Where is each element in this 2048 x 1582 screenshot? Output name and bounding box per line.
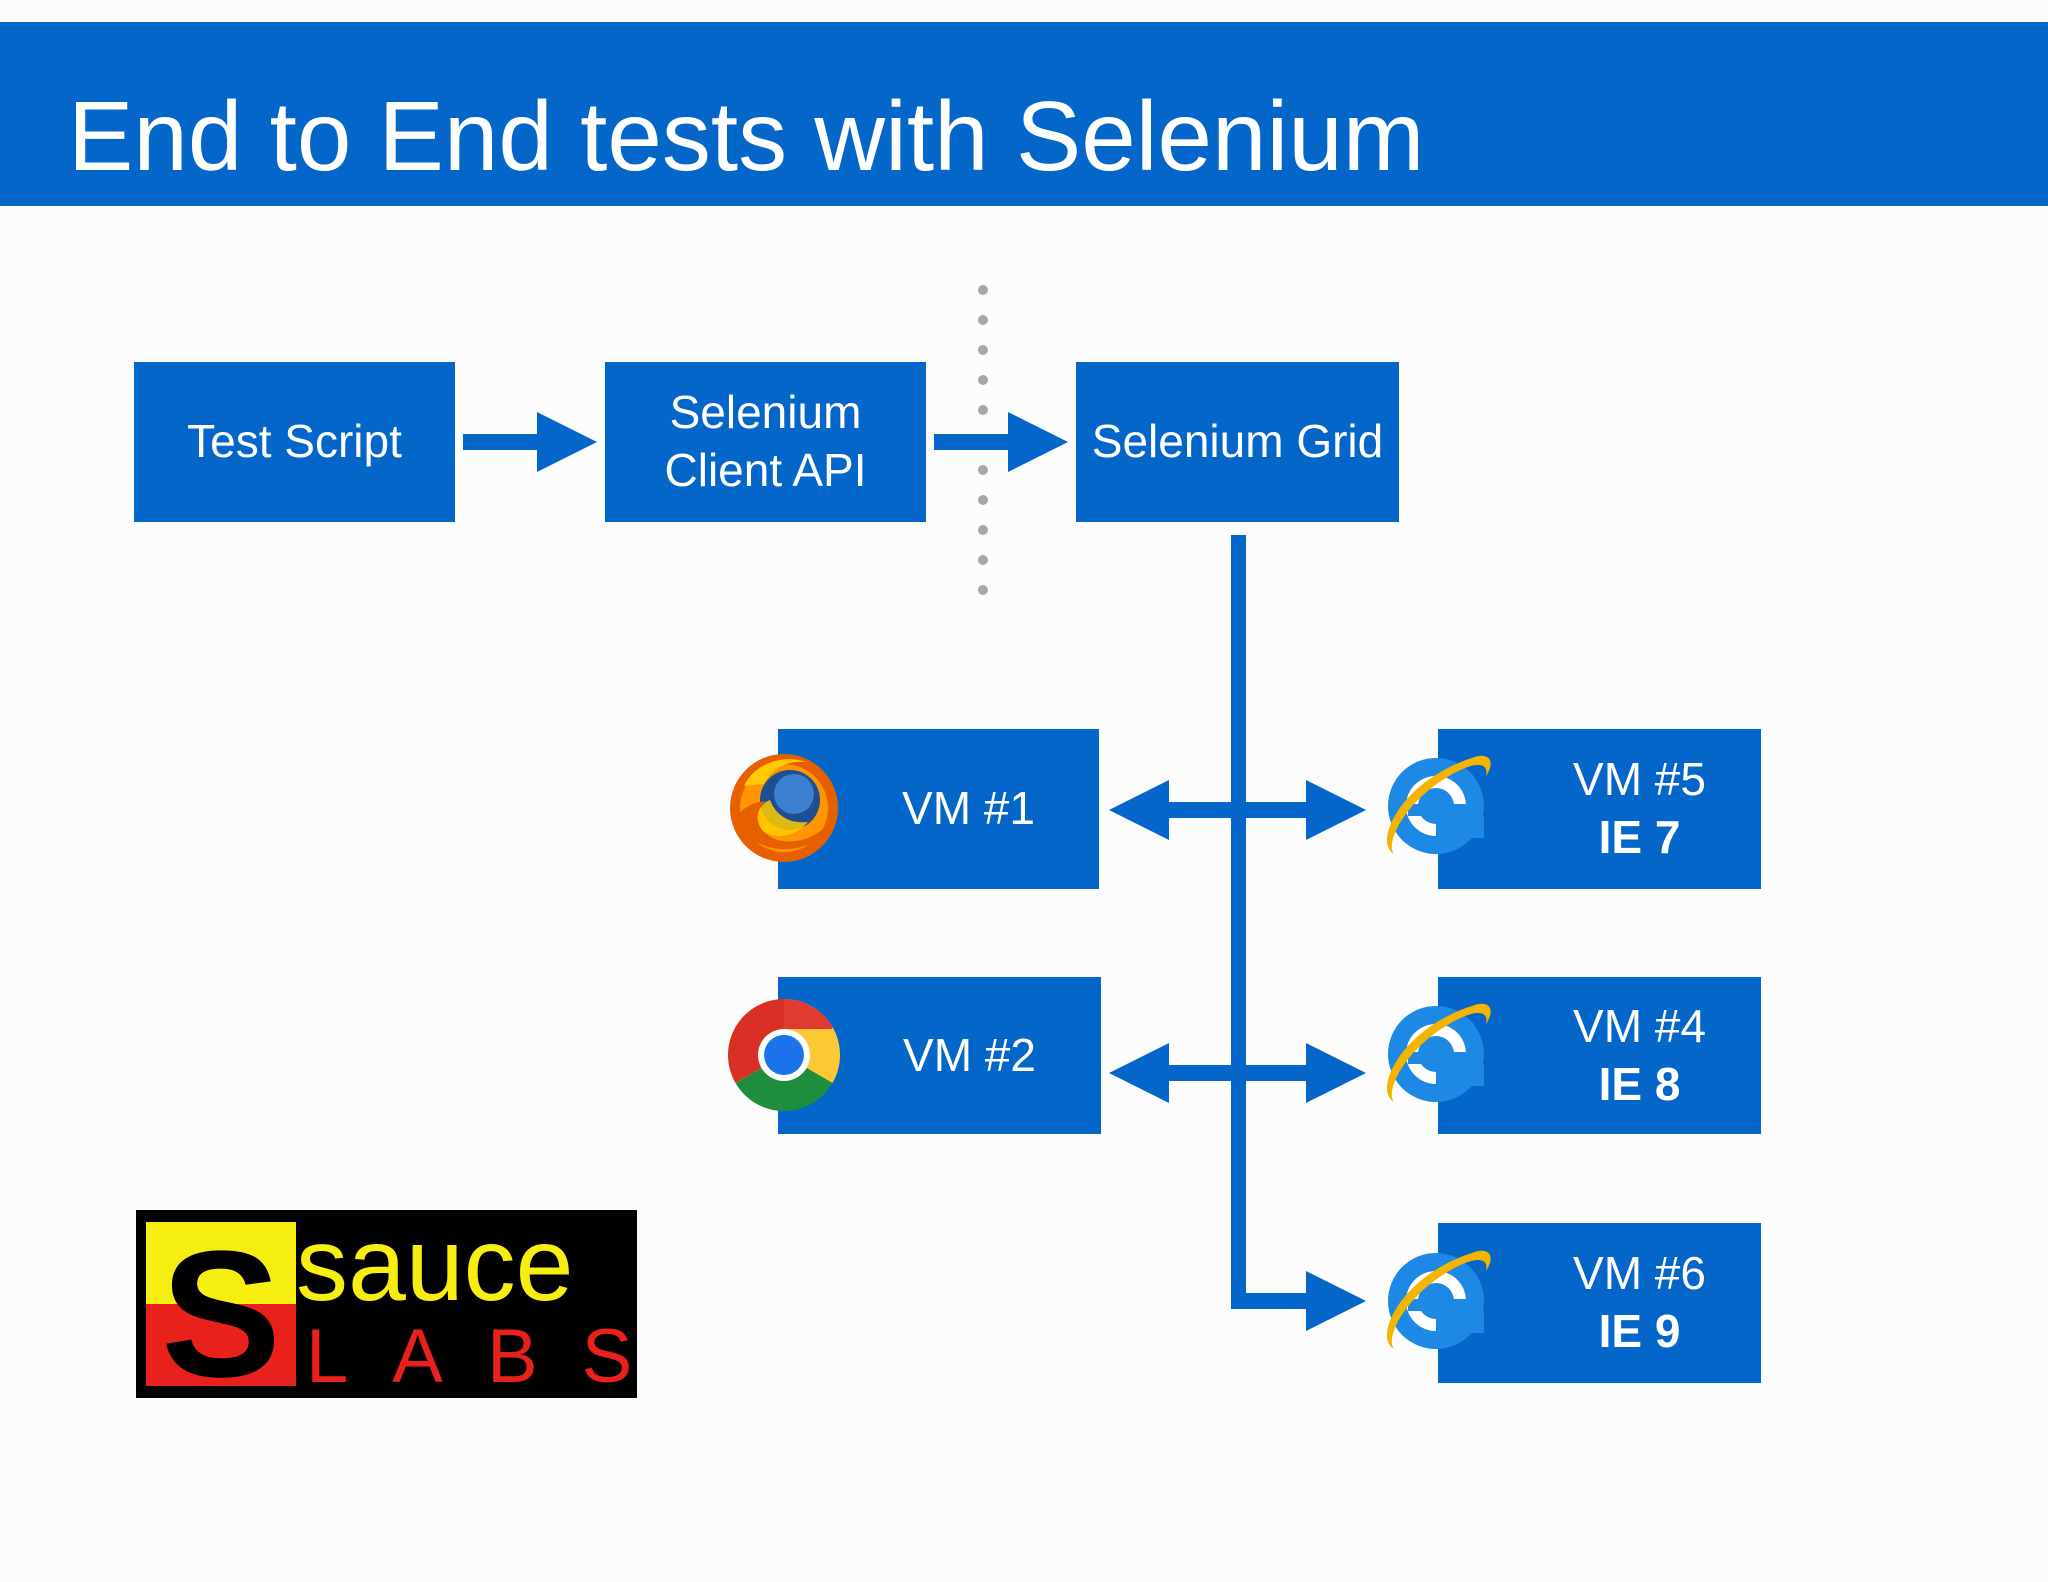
client-api-label-line2: Client API — [664, 444, 867, 496]
arrow-grid-vm6 — [1231, 1271, 1366, 1331]
slide-title: End to End tests with Selenium — [68, 81, 1425, 191]
vm-5-box: VM #5 IE 7 — [1438, 729, 1761, 889]
vm-6-box: VM #6 IE 9 — [1438, 1223, 1761, 1383]
internet-explorer-icon — [1386, 1003, 1491, 1102]
logo-wordmark-bottom: LABS — [306, 1314, 637, 1398]
selenium-grid-box: Selenium Grid — [1076, 362, 1399, 522]
vm-5-label: VM #5 — [1573, 753, 1706, 806]
arrow-grid-vm1 — [1109, 780, 1231, 840]
grid-trunk — [1231, 535, 1246, 1309]
firefox-icon — [730, 754, 838, 862]
arrow-grid-vm2 — [1109, 1043, 1231, 1103]
vm-4-box: VM #4 IE 8 — [1438, 977, 1761, 1134]
vm-4-label: VM #4 — [1573, 999, 1706, 1052]
vm-6-version: IE 9 — [1598, 1305, 1681, 1357]
arrow-api-to-grid — [934, 412, 1068, 472]
arrow-grid-vm4 — [1246, 1043, 1366, 1103]
vm-1-label: VM #1 — [902, 782, 1035, 835]
chrome-icon — [727, 999, 841, 1112]
vm-4-version: IE 8 — [1598, 1057, 1681, 1110]
arrow-script-to-api — [463, 412, 597, 472]
logo-wordmark-top: sauce — [296, 1210, 574, 1323]
vm-5-version: IE 7 — [1598, 811, 1681, 863]
network-divider — [978, 285, 988, 595]
arrow-grid-vm5 — [1246, 780, 1366, 840]
vm-6-label: VM #6 — [1573, 1247, 1706, 1300]
internet-explorer-icon — [1386, 755, 1491, 854]
test-script-box: Test Script — [134, 362, 455, 522]
vm-2-label: VM #2 — [903, 1028, 1036, 1081]
test-script-label: Test Script — [187, 415, 402, 468]
sauce-labs-logo: S sauce LABS — [136, 1210, 637, 1398]
logo-letter: S — [161, 1214, 281, 1398]
client-api-label-line1: Selenium — [669, 386, 862, 439]
selenium-client-api-box: Selenium Client API — [605, 362, 926, 522]
title-bar: End to End tests with Selenium — [0, 22, 2048, 206]
selenium-grid-label: Selenium Grid — [1091, 415, 1384, 468]
internet-explorer-icon — [1386, 1250, 1491, 1349]
